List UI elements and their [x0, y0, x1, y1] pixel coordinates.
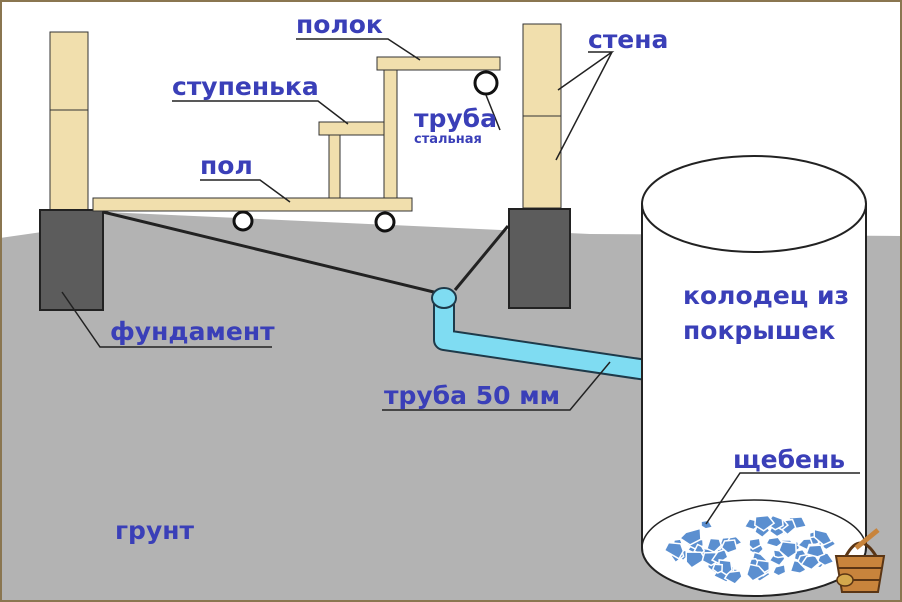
right-foundation: [508, 208, 571, 309]
gravel-stone: [771, 563, 787, 577]
leader-shelf: [296, 38, 421, 61]
label-step: ступенька: [172, 72, 319, 101]
gravel-stone: [813, 528, 833, 546]
gravel-stone: [805, 544, 826, 558]
leader-foundation: [61, 291, 272, 348]
shelf-structure: [376, 56, 501, 199]
left-foundation: [39, 209, 104, 311]
gravel-stone: [765, 536, 784, 548]
floor-support-right: [374, 211, 396, 233]
bucket-icon: [834, 528, 886, 593]
wall-slope-line: [453, 225, 510, 291]
floor-board: [92, 197, 413, 212]
label-shelf: полок: [296, 10, 383, 39]
gravel-stone: [745, 563, 767, 582]
gravel-stone: [748, 537, 762, 551]
label-ground: грунт: [115, 516, 195, 545]
drain-pipe: [431, 287, 666, 383]
step-structure: [318, 121, 385, 199]
label-well-line2: покрышек: [683, 316, 836, 345]
gravel-stone: [685, 551, 707, 569]
gravel-stone: [705, 537, 723, 553]
label-steel-pipe: труба: [414, 104, 498, 133]
leader-pipe-50: [382, 361, 611, 411]
gravel-stone: [754, 514, 776, 532]
leader-step: [172, 100, 349, 125]
leader-wall-lower: [555, 51, 613, 161]
label-steel-pipe-sub: стальная: [414, 132, 482, 147]
leader-steel-pipe: [485, 94, 501, 131]
gravel-pile: [663, 514, 837, 585]
label-wall: стена: [588, 25, 669, 54]
right-wall: [522, 23, 562, 209]
floor-support-left: [232, 210, 254, 232]
gravel-stone: [663, 541, 685, 560]
gravel-stone: [711, 563, 723, 574]
label-gravel: щебень: [733, 445, 846, 474]
left-wall: [49, 31, 89, 211]
gravel-stone: [678, 527, 702, 546]
leader-lines: [61, 38, 860, 525]
label-pipe-50: труба 50 мм: [384, 381, 561, 410]
leader-floor: [200, 179, 291, 203]
tyre-well: [641, 155, 867, 597]
label-well-line1: колодец из: [683, 281, 850, 310]
steel-pipe-circle: [473, 70, 499, 96]
gravel-stone: [720, 539, 738, 554]
label-floor: пол: [200, 151, 253, 180]
floor-slope-line: [102, 210, 443, 296]
leader-gravel: [705, 472, 860, 525]
gravel-stone: [778, 540, 797, 560]
gravel-stone: [700, 519, 714, 530]
label-foundation: фундамент: [110, 317, 275, 346]
